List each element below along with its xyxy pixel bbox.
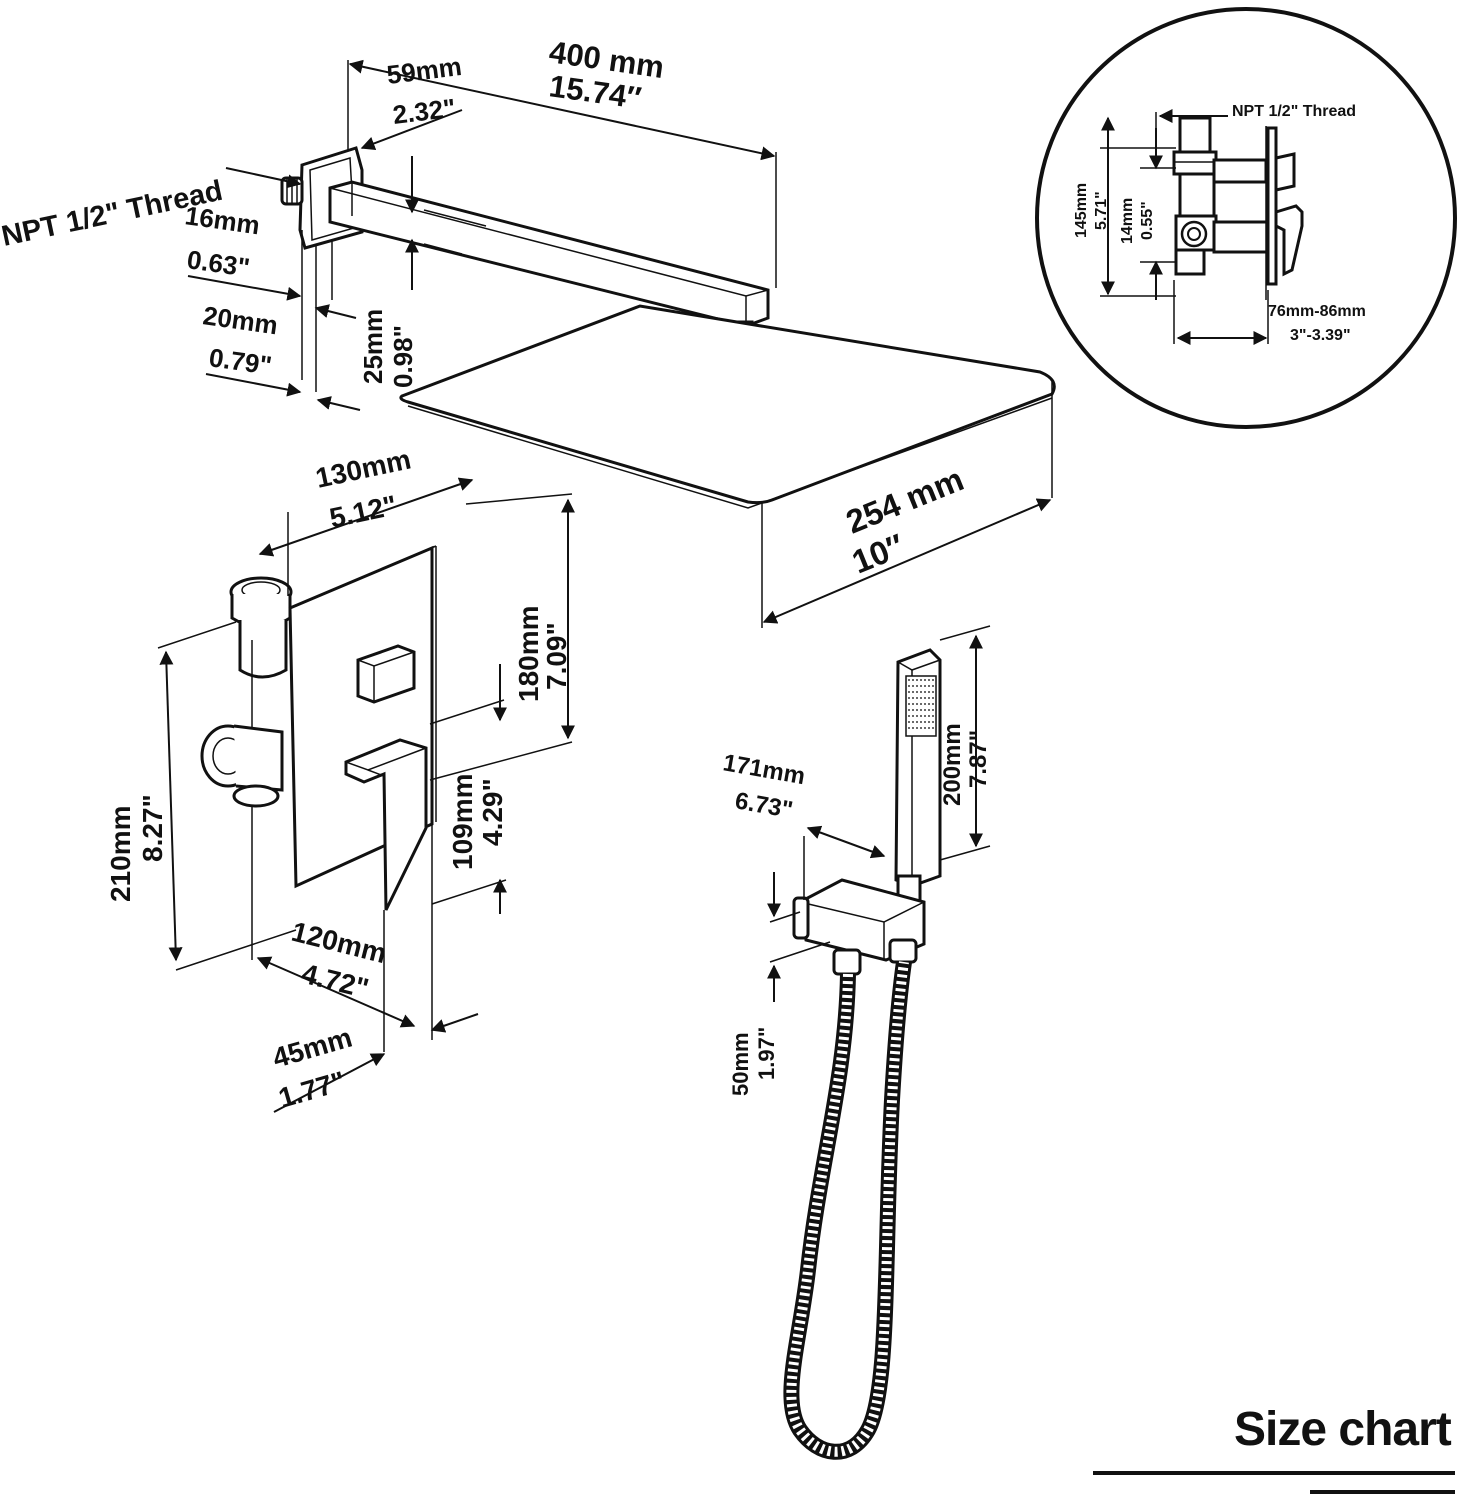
title-underline-short (1310, 1490, 1455, 1494)
mixer-dimension-lines (157, 477, 575, 1113)
handle-mm-label: 109mm (447, 773, 478, 870)
hand-length-in-label: 7.87" (965, 730, 992, 788)
plate-height-mm-label: 180mm (513, 605, 544, 702)
mixer-valve-drawing (200, 512, 437, 1052)
inset-depth-mm-label: 76mm-86mm (1268, 303, 1366, 320)
wall-in-label: 0.79" (207, 342, 274, 380)
hand-shower-drawing (769, 625, 991, 1460)
flange-in-label: 2.32" (391, 93, 457, 130)
inset-height-in-label: 5.71" (1093, 191, 1110, 230)
inset-gap-in-label: 0.55" (1139, 201, 1156, 240)
plate-height-in-label: 7.09" (541, 622, 572, 690)
arm-dimension-lines (187, 59, 1052, 624)
inset-depth-in-label: 3"-3.39" (1290, 327, 1351, 344)
protrusion-mm-label: 45mm (269, 1022, 355, 1074)
holder-mm-label: 171mm (721, 749, 807, 790)
wall-mm-label: 20mm (201, 300, 280, 340)
holder-in-label: 6.73" (733, 787, 795, 824)
inset-thread-label: NPT 1/2" Thread (1232, 103, 1356, 120)
inset-gap-mm-label: 14mm (1119, 198, 1136, 244)
title-underline (1093, 1471, 1455, 1475)
plate-width-in-label: 5.12" (327, 489, 400, 533)
body-height-in-label: 8.27" (137, 794, 168, 862)
offset-mm-label: 16mm (183, 200, 262, 240)
body-height-mm-label: 210mm (105, 805, 136, 902)
bracket-in-label: 1.97" (754, 1027, 779, 1080)
depth-mm-label: 120mm (289, 916, 390, 969)
flange-mm-label: 59mm (385, 51, 463, 90)
detail-inset (1035, 7, 1457, 429)
handle-in-label: 4.29" (477, 778, 508, 846)
tube-in-label: 0.98" (388, 325, 418, 388)
rain-head-mm-label: 254 mm (841, 460, 969, 540)
bracket-mm-label: 50mm (728, 1032, 753, 1096)
hand-shower-dimension-lines (767, 634, 983, 1002)
plate-width-mm-label: 130mm (313, 443, 414, 493)
page-title: Size chart (1234, 1403, 1452, 1456)
tube-mm-label: 25mm (358, 309, 388, 384)
depth-in-label: 4.72" (299, 958, 372, 1004)
protrusion-in-label: 1.77" (275, 1065, 349, 1113)
inset-height-mm-label: 145mm (1073, 183, 1090, 238)
hand-length-mm-label: 200mm (939, 723, 966, 806)
